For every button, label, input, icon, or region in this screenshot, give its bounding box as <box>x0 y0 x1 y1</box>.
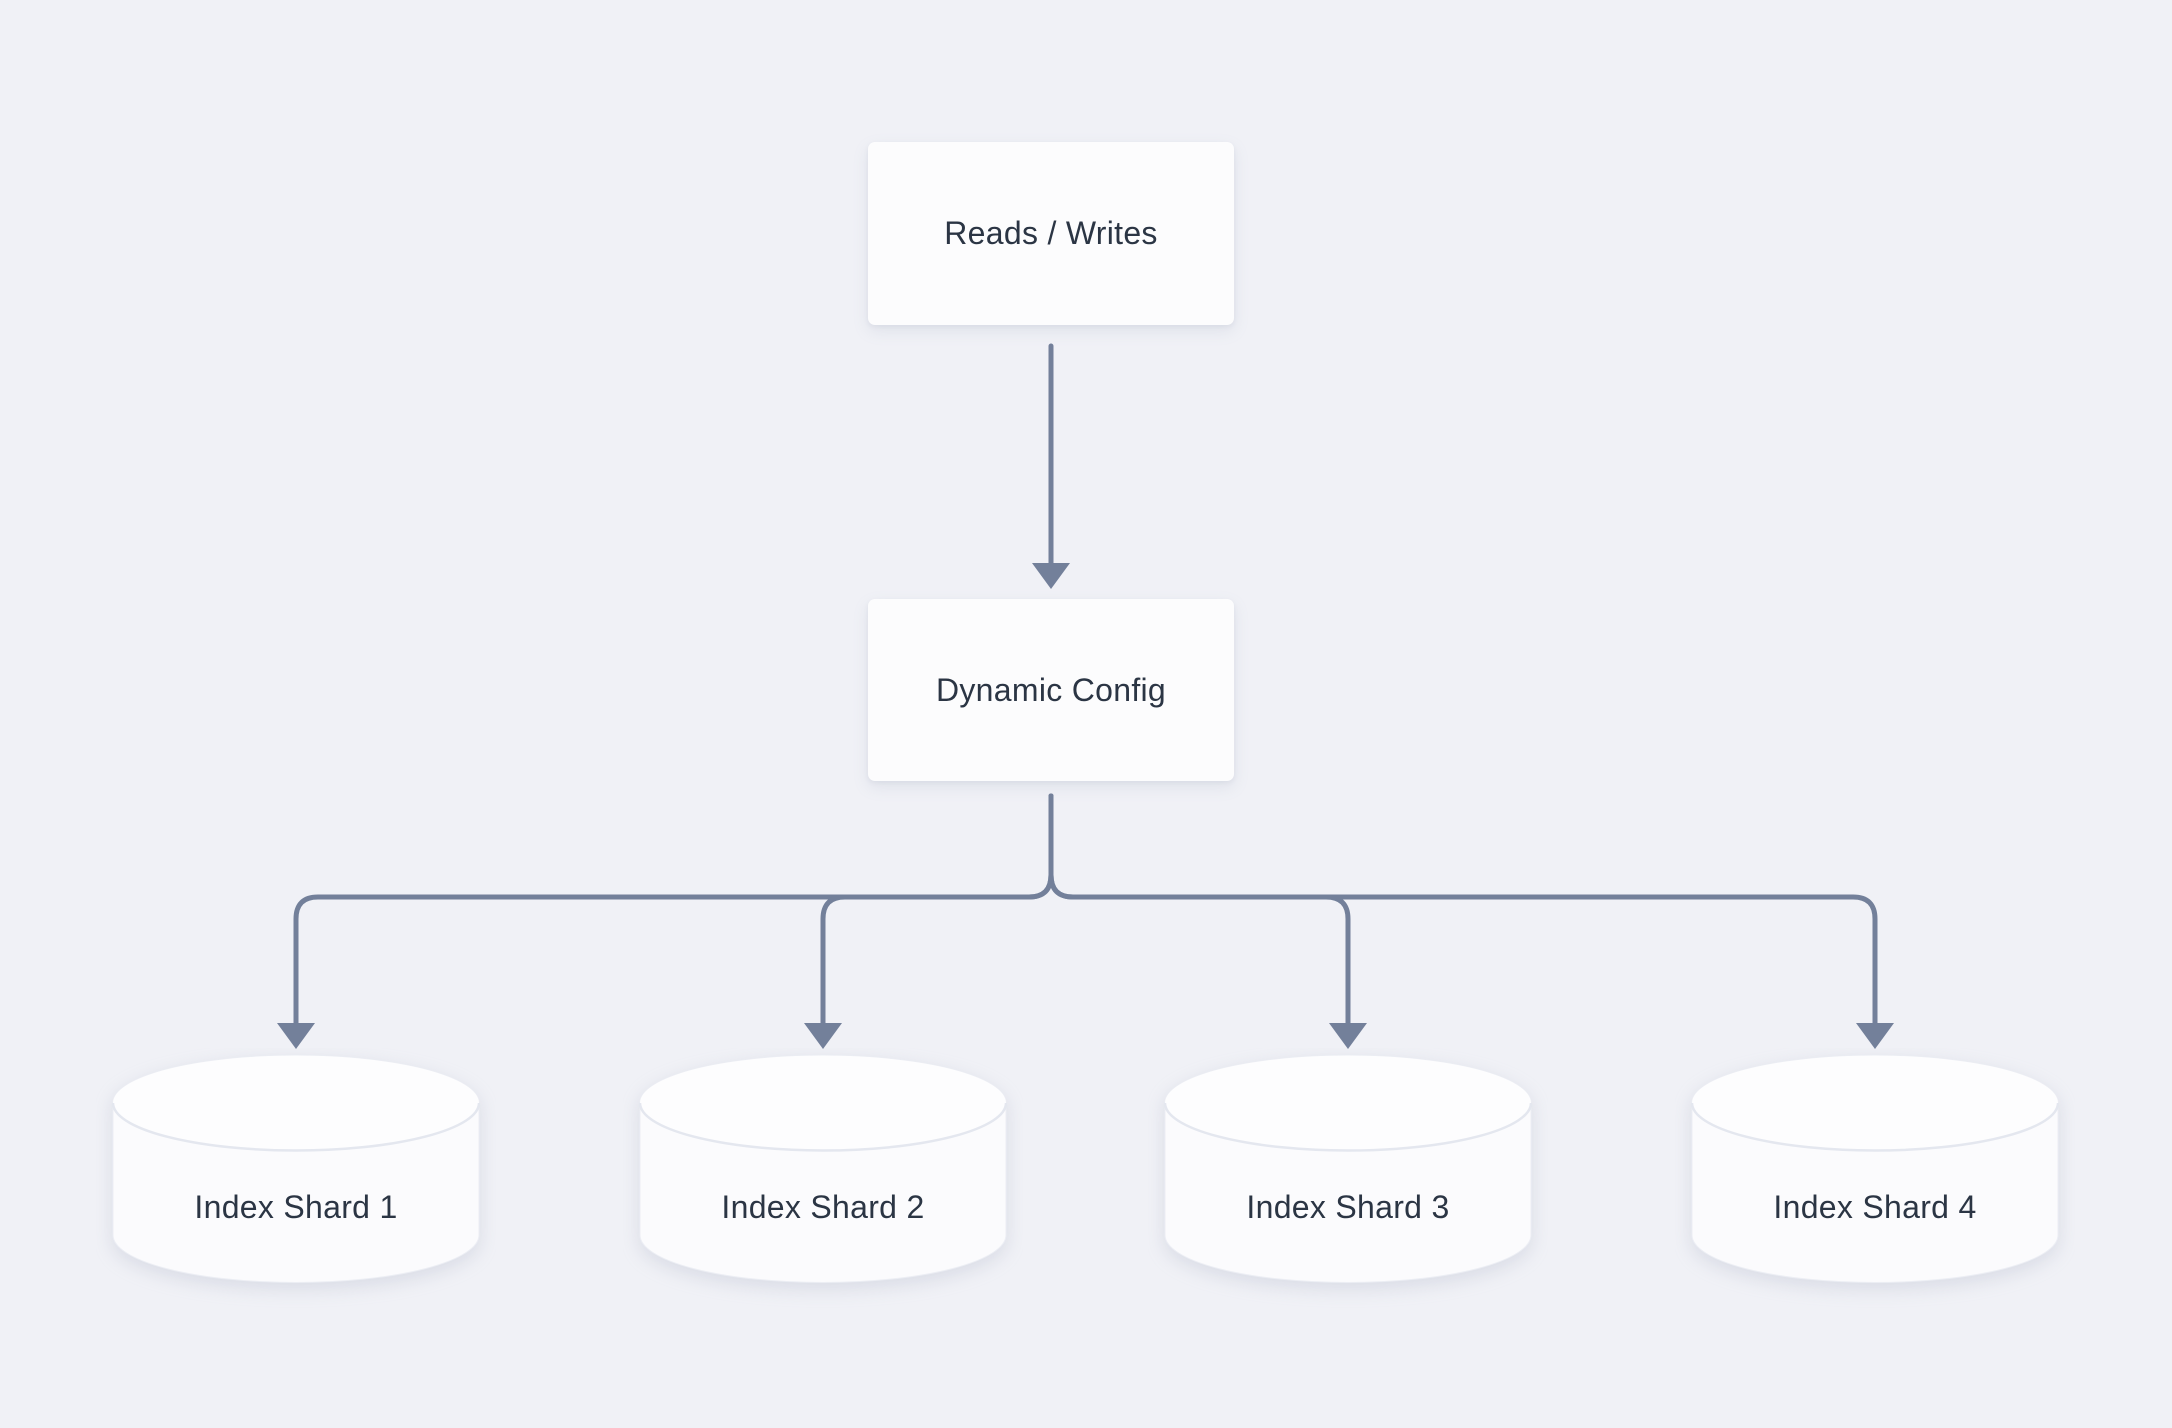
shard-2-cylinder-icon <box>638 1055 1008 1283</box>
dynamic-config-to-shard-1-arrow <box>277 793 1054 1049</box>
shard-4-label: Index Shard 4 <box>1773 1189 1977 1225</box>
dynamic-config-to-shard-4-arrow <box>1048 793 1894 1049</box>
dynamic-config-node: Dynamic Config <box>868 599 1234 781</box>
reads-writes-to-dynamic-config-arrow <box>1032 343 1070 589</box>
shard-2-label: Index Shard 2 <box>721 1189 925 1225</box>
shard-3-cylinder-icon <box>1163 1055 1533 1283</box>
shard-1-label: Index Shard 1 <box>194 1189 398 1225</box>
shard-4-cylinder-icon <box>1690 1055 2060 1283</box>
reads-writes-node: Reads / Writes <box>868 142 1234 325</box>
dynamic-config-label: Dynamic Config <box>935 671 1167 708</box>
dynamic-config-to-shard-2-arrow <box>804 793 1054 1049</box>
reads-writes-label: Reads / Writes <box>944 215 1158 251</box>
shard-3-label: Index Shard 3 <box>1246 1189 1450 1225</box>
shard-1-cylinder-icon <box>111 1055 481 1283</box>
dynamic-config-to-shard-3-arrow <box>1048 793 1367 1049</box>
